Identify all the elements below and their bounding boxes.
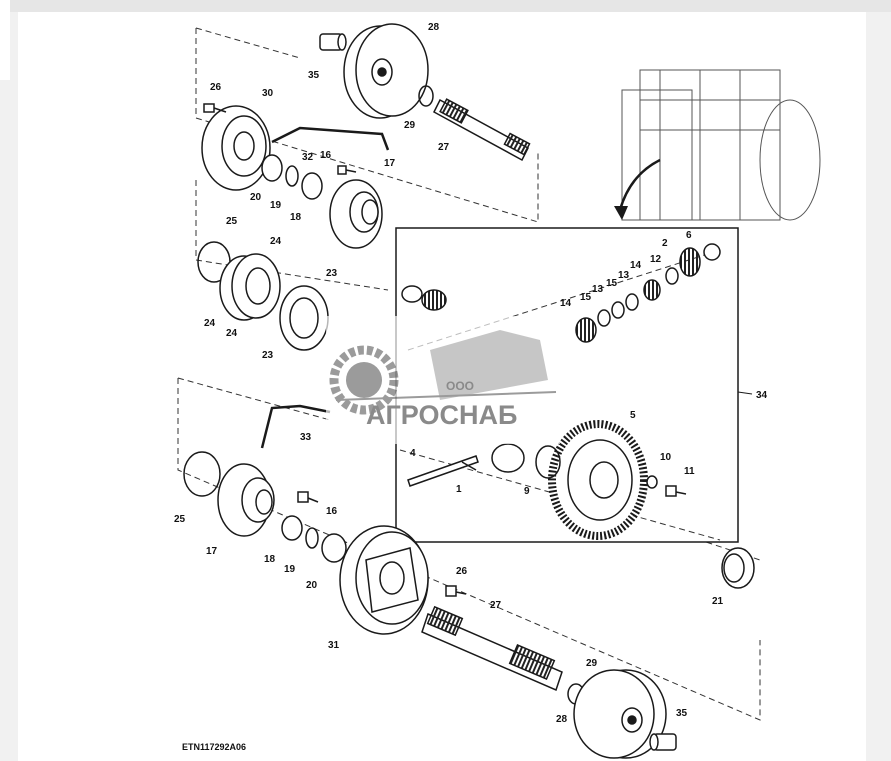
callout-27a: 27 — [438, 142, 450, 153]
diff-case — [491, 443, 525, 473]
part-5-ring-gear — [548, 420, 648, 540]
part-33-oil-tube — [260, 404, 331, 449]
part-30-housing — [201, 105, 271, 191]
part-28-drum-top — [343, 23, 429, 119]
part-10-11-washer-bolt — [646, 475, 687, 497]
callout-14b: 14 — [560, 298, 572, 309]
callout-13a: 13 — [618, 270, 630, 281]
part-32-oil-tube — [271, 126, 390, 151]
callout-19a: 19 — [270, 200, 282, 211]
part-16-bolt-top — [337, 165, 357, 175]
callout-24c: 24 — [226, 328, 238, 339]
callout-34: 34 — [756, 390, 768, 401]
part-26-bolt-top — [203, 103, 227, 113]
seal-stack-top — [261, 154, 323, 200]
tractor-silhouette — [621, 69, 821, 221]
part-17-flange-top — [329, 179, 383, 249]
callout-13b: 13 — [592, 284, 604, 295]
callout-14a: 14 — [630, 260, 642, 271]
part-24-disc-pack — [219, 253, 281, 321]
callout-25b: 25 — [174, 514, 186, 525]
part-21-seal-ring — [721, 547, 755, 589]
callout-26b: 26 — [456, 566, 468, 577]
callout-30: 30 — [262, 88, 274, 99]
callout-6: 6 — [686, 230, 692, 241]
callout-15a: 15 — [606, 278, 618, 289]
callout-20a: 20 — [250, 192, 262, 203]
part-27-shaft-lower — [421, 605, 563, 692]
part-16-bolt-lower — [297, 491, 319, 503]
callout-23b: 23 — [262, 350, 274, 361]
part-35-bushing-lower — [649, 733, 677, 751]
tractor-logo-icon — [430, 330, 548, 400]
callout-24a: 24 — [270, 236, 282, 247]
callout-1: 1 — [456, 484, 462, 495]
left-panel-edge — [0, 0, 10, 80]
callout-18a: 18 — [290, 212, 302, 223]
watermark-company-type: ООО — [446, 379, 474, 393]
callout-5: 5 — [630, 410, 636, 421]
part-35-bushing-top — [319, 33, 347, 51]
part-23-plate — [279, 285, 329, 351]
callout-35b: 35 — [676, 708, 688, 719]
part-28-drum-lower — [573, 669, 667, 759]
upper-assembly-frame — [195, 27, 539, 291]
part-9-ring — [535, 445, 561, 479]
top-bar — [0, 0, 891, 12]
part-25-oring-lower — [183, 451, 221, 497]
callout-28a: 28 — [428, 22, 440, 33]
figure-id: ETN117292A06 — [182, 742, 246, 752]
callout-18b: 18 — [264, 554, 276, 565]
location-arrow — [618, 158, 661, 211]
part-27-shaft-top — [433, 98, 531, 162]
callout-17a: 17 — [384, 158, 396, 169]
part-29-ring-top — [418, 85, 434, 107]
callout-27b: 27 — [490, 600, 502, 611]
callout-28b: 28 — [556, 714, 568, 725]
callout-20b: 20 — [306, 580, 318, 591]
gear-logo-icon — [329, 345, 399, 415]
callout-4: 4 — [410, 448, 416, 459]
watermark-brand: АГРОСНАБ — [366, 400, 517, 430]
detail-gears-upper — [401, 243, 721, 343]
callout-24b: 24 — [204, 318, 216, 329]
location-arrow-head — [614, 206, 628, 220]
callouts: 28 35 26 30 29 27 32 16 17 20 19 18 25 2… — [174, 22, 768, 725]
agrosnab-watermark — [326, 316, 560, 444]
part-4-pin — [407, 455, 479, 487]
callout-2: 2 — [662, 238, 668, 249]
callout-35a: 35 — [308, 70, 320, 81]
callout-21: 21 — [712, 596, 724, 607]
callout-29b: 29 — [586, 658, 598, 669]
callout-23a: 23 — [326, 268, 338, 279]
part-26-bolt-lower — [445, 585, 467, 597]
callout-32: 32 — [302, 152, 314, 163]
callout-11: 11 — [684, 466, 695, 477]
callout-29a: 29 — [404, 120, 416, 131]
callout-19b: 19 — [284, 564, 296, 575]
callout-15b: 15 — [580, 292, 592, 303]
callout-31: 31 — [328, 640, 340, 651]
part-17-flange-lower — [217, 463, 275, 537]
callout-17b: 17 — [206, 546, 218, 557]
callout-16a: 16 — [320, 150, 332, 161]
callout-16b: 16 — [326, 506, 338, 517]
callout-33: 33 — [300, 432, 312, 443]
seal-stack-lower — [281, 515, 347, 563]
callout-12: 12 — [650, 254, 662, 265]
callout-25a: 25 — [226, 216, 238, 227]
callout-10: 10 — [660, 452, 672, 463]
callout-26a: 26 — [210, 82, 222, 93]
callout-9: 9 — [524, 486, 530, 497]
part-31-brake-assembly — [339, 525, 429, 635]
leader-34 — [737, 391, 753, 395]
